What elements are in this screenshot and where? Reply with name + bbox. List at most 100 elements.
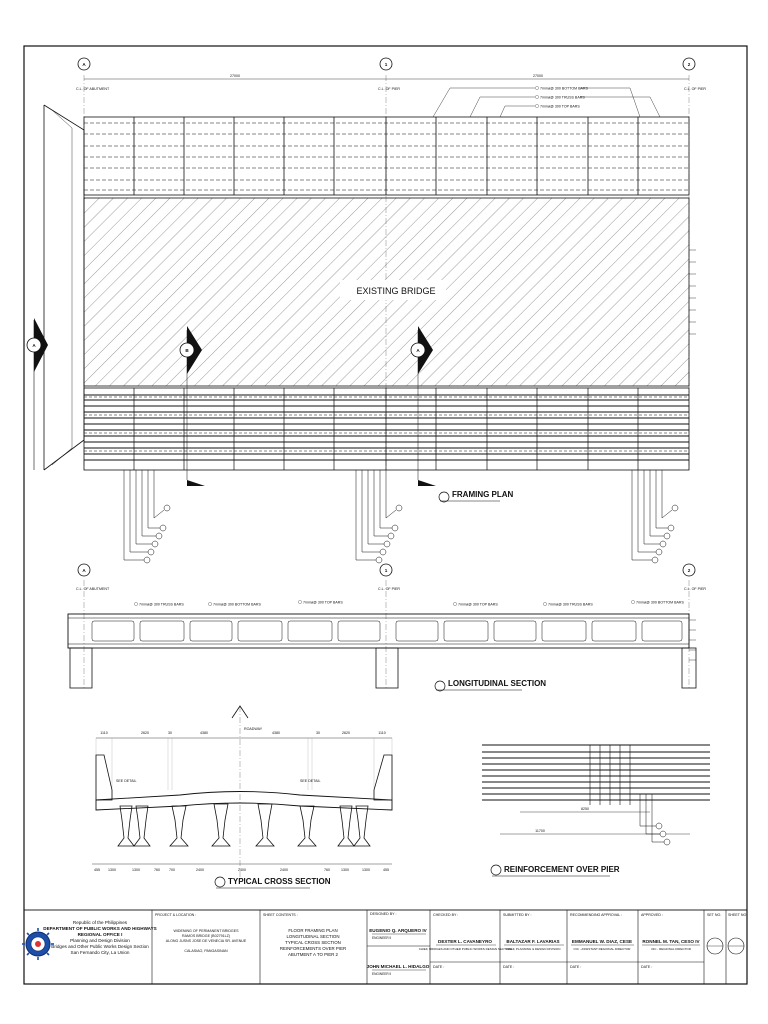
svg-text:760: 760 — [324, 868, 330, 872]
cross-bottom-dims: 455 1300 1300 760 700 2400 2400 2400 760… — [94, 868, 389, 872]
framing-plan-title: FRAMING PLAN — [438, 490, 514, 503]
svg-text:2620: 2620 — [342, 731, 350, 735]
svg-text:OIC - ASSISTANT REGIONAL DIREC: OIC - ASSISTANT REGIONAL DIRECTOR — [574, 947, 632, 951]
svg-text:1: 1 — [385, 62, 388, 67]
long-axis-2: 2 — [682, 563, 696, 577]
svg-text:ROADWAY: ROADWAY — [244, 727, 263, 731]
svg-text:A: A — [82, 568, 86, 573]
section-marker-b: B — [179, 326, 205, 486]
svg-text:DATE :: DATE : — [503, 965, 514, 969]
svg-text:760: 760 — [154, 868, 160, 872]
svg-text:ENGINEER II: ENGINEER II — [372, 972, 391, 976]
plan-right-ticks — [689, 249, 696, 335]
svg-text:SHEET CONTENTS :: SHEET CONTENTS : — [263, 913, 298, 917]
long-axis-caption: C.L. OF ABUTMENT — [76, 587, 110, 591]
svg-text:7mmø@ 300 BOTTOM BARS: 7mmø@ 300 BOTTOM BARS — [213, 603, 262, 607]
designed-by-block: DESIGNED BY : EUGENIO Q. ARQUERO IV ENGI… — [367, 912, 430, 976]
svg-text:CHIEF, PLANNING & DESIGN DIVIS: CHIEF, PLANNING & DESIGN DIVISION — [506, 947, 561, 951]
svg-text:ABUTMENT A TO PIER 2: ABUTMENT A TO PIER 2 — [288, 952, 339, 957]
svg-text:OIC - REGIONAL DIRECTOR: OIC - REGIONAL DIRECTOR — [651, 947, 692, 951]
svg-text:B: B — [185, 348, 189, 353]
long-axis-caption: C.L. OF PIER — [378, 587, 400, 591]
svg-text:LONGITUDINAL SECTION: LONGITUDINAL SECTION — [448, 679, 546, 688]
cross-girders — [117, 803, 371, 847]
title-block: Republic of the Philippines DEPARTMENT O… — [22, 909, 748, 985]
sheet-number-block: SET NO. SHEET NO. — [706, 913, 747, 955]
svg-text:1300: 1300 — [362, 868, 370, 872]
svg-text:7mmø@ 300 TOP BARS: 7mmø@ 300 TOP BARS — [458, 603, 498, 607]
svg-text:A: A — [32, 343, 36, 348]
svg-text:700: 700 — [169, 868, 175, 872]
svg-text:A: A — [416, 348, 420, 353]
svg-text:ENGINEER II: ENGINEER II — [372, 936, 391, 940]
svg-text:7mmø@ 300 BOTTOM BARS: 7mmø@ 300 BOTTOM BARS — [540, 87, 589, 91]
svg-text:DATE :: DATE : — [641, 965, 652, 969]
svg-text:Planning and Design Division: Planning and Design Division — [70, 938, 130, 943]
svg-text:RONNEL M. TAN, CESO IV: RONNEL M. TAN, CESO IV — [642, 939, 700, 944]
plan-axis-caption: C.L. OF PIER — [378, 87, 400, 91]
project-block: PROJECT & LOCATION : WIDENING OF PERMANE… — [155, 913, 247, 953]
svg-text:2620: 2620 — [141, 731, 149, 735]
svg-text:1110: 1110 — [100, 731, 107, 735]
svg-text:APPROVED :: APPROVED : — [641, 913, 663, 917]
svg-text:DATE :: DATE : — [433, 965, 444, 969]
svg-text:DEXTER L. CAVANEYRO: DEXTER L. CAVANEYRO — [438, 939, 492, 944]
plan-axis-1: 1 — [379, 57, 393, 71]
svg-text:7mmø@ 300 TRUSS BARS: 7mmø@ 300 TRUSS BARS — [139, 603, 184, 607]
svg-text:2400: 2400 — [238, 868, 246, 872]
cross-section-title: TYPICAL CROSS SECTION — [214, 876, 331, 889]
long-supports — [69, 647, 697, 689]
svg-text:Bridges and Other Public Works: Bridges and Other Public Works Design Se… — [51, 944, 149, 949]
long-rebar-callouts: 7mmø@ 300 TRUSS BARS 7mmø@ 300 BOTTOM BA… — [134, 600, 685, 607]
cross-extension-lines — [95, 738, 393, 800]
section-marker-a-right: A — [410, 326, 436, 486]
dpwh-logo — [22, 928, 54, 960]
long-axis-a: A — [77, 563, 91, 577]
svg-text:EUGENIO Q. ARQUERO IV: EUGENIO Q. ARQUERO IV — [369, 928, 427, 933]
pier-dim: 8250 — [581, 807, 589, 811]
reinforcement-over-pier-title: REINFORCEMENT OVER PIER — [490, 864, 620, 877]
see-detail-label: SEE DETAIL — [300, 779, 321, 783]
plan-leaders — [123, 470, 673, 561]
svg-text:1110: 1110 — [378, 731, 385, 735]
svg-text:PROJECT & LOCATION :: PROJECT & LOCATION : — [155, 913, 196, 917]
recommending-approval-block: RECOMMENDING APPROVAL : EMMANUEL W. DIAZ… — [570, 913, 634, 969]
svg-text:RECOMMENDING APPROVAL :: RECOMMENDING APPROVAL : — [570, 913, 622, 917]
svg-text:EMMANUEL W. DIAZ, CESE: EMMANUEL W. DIAZ, CESE — [572, 939, 632, 944]
svg-text:FRAMING PLAN: FRAMING PLAN — [452, 490, 514, 499]
svg-text:SUBMITTED BY :: SUBMITTED BY : — [503, 913, 532, 917]
svg-text:TYPICAL CROSS SECTION: TYPICAL CROSS SECTION — [285, 940, 341, 945]
svg-text:RAMOS BRIDGE (B02791LZ): RAMOS BRIDGE (B02791LZ) — [182, 934, 230, 938]
svg-text:DATE :: DATE : — [570, 965, 581, 969]
svg-text:1300: 1300 — [108, 868, 116, 872]
checked-by-block: CHECKED BY : DEXTER L. CAVANEYRO CHIEF, … — [419, 913, 512, 969]
svg-text:TYPICAL CROSS SECTION: TYPICAL CROSS SECTION — [228, 877, 331, 886]
svg-text:CHECKED BY :: CHECKED BY : — [433, 913, 458, 917]
cross-barriers — [95, 754, 393, 801]
svg-text:30: 30 — [316, 731, 320, 735]
svg-text:BALTAZAR F. LAVARIAS: BALTAZAR F. LAVARIAS — [506, 939, 559, 944]
existing-bridge-label: EXISTING BRIDGE — [356, 286, 435, 296]
svg-text:A: A — [82, 62, 86, 67]
long-web-openings — [91, 620, 683, 642]
svg-text:2: 2 — [688, 568, 691, 573]
plan-axis-2: 2 — [682, 57, 696, 71]
pier-rebar-hooks — [589, 745, 631, 805]
svg-text:REINFORCEMENT OVER PIER: REINFORCEMENT OVER PIER — [504, 865, 620, 874]
reinforcement-over-pier: 8250 11700 REINFORCEMENT OVER PIER — [482, 744, 710, 877]
long-axis-caption: C.L. OF PIER — [684, 587, 706, 591]
svg-text:7mmø@ 300 BOTTOM BARS: 7mmø@ 300 BOTTOM BARS — [636, 601, 685, 605]
typical-cross-section: ROADWAY 1110 2620 30 4380 4380 30 2620 1… — [92, 705, 393, 889]
svg-text:DESIGNED BY :: DESIGNED BY : — [370, 912, 397, 916]
section-marker-a-left: A — [26, 318, 48, 470]
cross-deck — [95, 791, 393, 811]
cross-top-dims: 1110 2620 30 4380 4380 30 2620 1110 — [100, 731, 385, 735]
svg-text:LONGITUDINAL SECTION: LONGITUDINAL SECTION — [286, 934, 339, 939]
svg-text:SET NO.: SET NO. — [707, 913, 721, 917]
svg-text:4380: 4380 — [272, 731, 280, 735]
svg-text:7mmø@ 300 TRUSS BARS: 7mmø@ 300 TRUSS BARS — [540, 96, 585, 100]
longitudinal-title: LONGITUDINAL SECTION — [434, 679, 546, 692]
pier-bubbles — [655, 822, 671, 846]
svg-text:CALASIAO, PANGASINAN: CALASIAO, PANGASINAN — [184, 949, 228, 953]
